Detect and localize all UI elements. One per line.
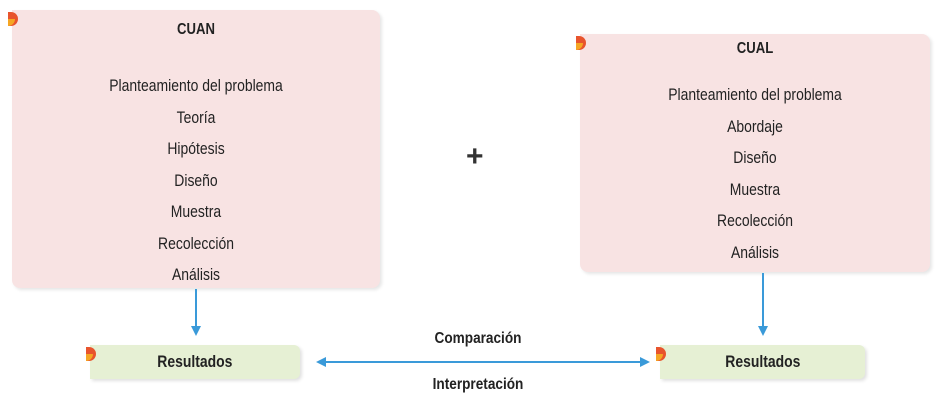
cuan-step: Análisis	[171, 265, 221, 284]
cuan-title: CUAN	[177, 21, 215, 38]
cual-step: Diseño	[733, 148, 777, 167]
cuan-results-label: Resultados	[157, 352, 233, 371]
cuan-step: Diseño	[174, 170, 218, 190]
cual-results-box: Resultados	[656, 345, 865, 379]
cual-step: Recolección	[717, 211, 793, 230]
cual-step: Abordaje	[727, 116, 783, 136]
cuan-box: CUAN Planteamiento del problema Teoría H…	[8, 10, 380, 291]
cual-box: CUAL Planteamiento del problema Abordaje…	[576, 34, 930, 272]
cuan-step: Teoría	[176, 107, 216, 127]
cuan-step: Recolección	[158, 233, 234, 253]
cuan-step: Muestra	[170, 202, 222, 221]
cual-step: Muestra	[729, 179, 781, 199]
comparison-label: Comparación	[434, 330, 522, 347]
cual-steps-list: Planteamiento del problema Abordaje Dise…	[580, 79, 930, 268]
cuan-results-box: Resultados	[86, 345, 300, 379]
corner-accent-icon	[576, 36, 586, 50]
cual-step: Análisis	[730, 242, 780, 262]
cuan-step: Planteamiento del problema	[109, 76, 283, 95]
interpretation-label: Interpretación	[432, 376, 524, 393]
plus-sign: +	[466, 140, 484, 173]
cuan-steps-list: Planteamiento del problema Teoría Hipóte…	[12, 70, 380, 291]
corner-accent-icon	[656, 347, 666, 361]
cuan-step: Hipótesis	[167, 139, 225, 158]
cual-title: CUAL	[736, 40, 774, 57]
cual-step: Planteamiento del problema	[668, 85, 842, 104]
corner-accent-icon	[86, 347, 96, 361]
corner-accent-icon	[8, 12, 18, 26]
cual-results-label: Resultados	[724, 352, 801, 371]
